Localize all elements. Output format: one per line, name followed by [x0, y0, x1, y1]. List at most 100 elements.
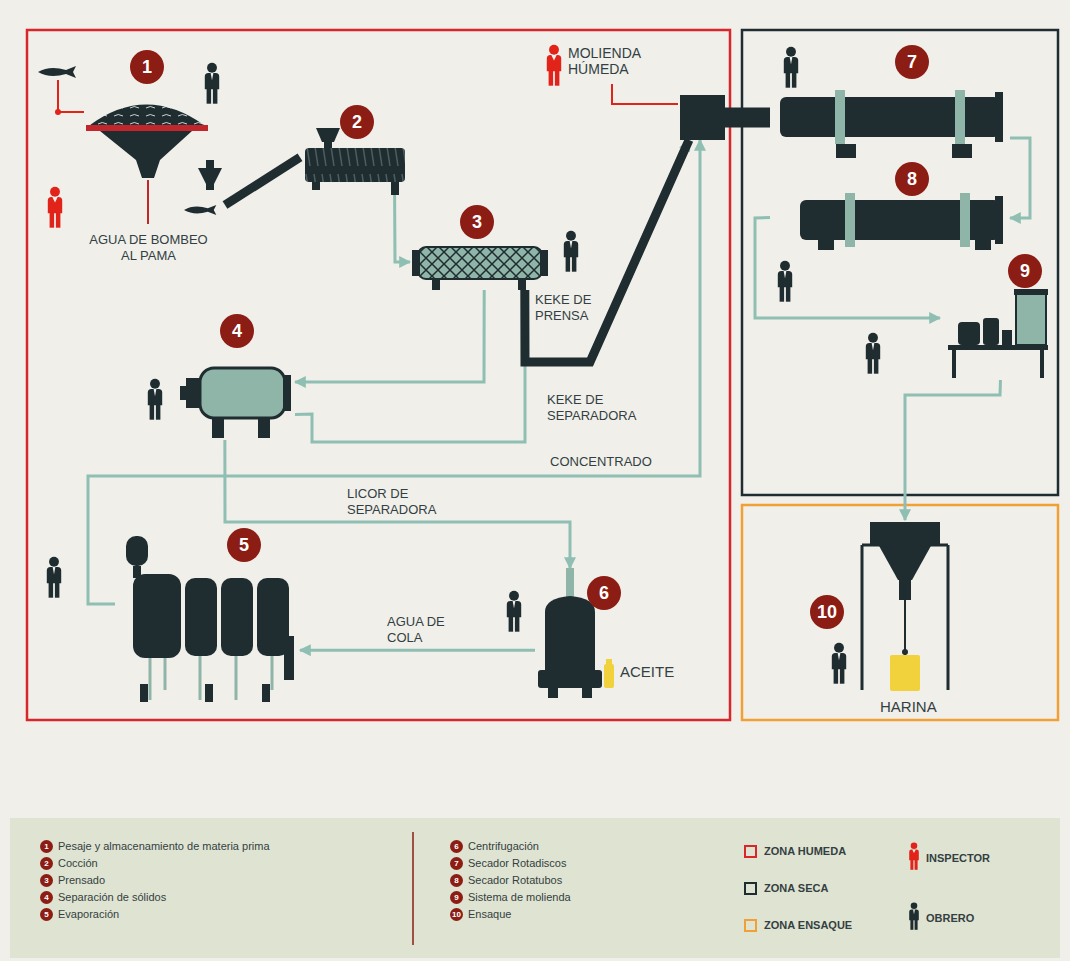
- raw-material-hopper-part: [38, 66, 76, 78]
- rotadisc-dryer-part: [955, 90, 965, 144]
- evaporator-part: [205, 684, 213, 702]
- evaporator-part: [185, 578, 217, 656]
- worker-icon-part: [832, 643, 846, 684]
- centrifuge-part: [606, 659, 612, 664]
- bagging-machine-part: [878, 544, 932, 580]
- separator-part: [258, 418, 270, 438]
- flow-line: [905, 380, 1000, 520]
- legend-panel-part: [745, 883, 756, 894]
- press-part: [518, 279, 526, 290]
- centrifuge-part: [604, 664, 614, 688]
- legend-text: Ensaque: [468, 908, 511, 921]
- evaporator-part: [262, 684, 270, 702]
- legend-text: INSPECTOR: [926, 852, 990, 865]
- separator: [180, 368, 291, 438]
- conveyor: [725, 108, 770, 128]
- legend-text: Secador Rotadiscos: [468, 857, 566, 870]
- outflow-label: AGUA DE BOMBEO AL PAMA: [86, 232, 211, 263]
- legend-panel-part: [10, 818, 1060, 958]
- callout-number: 1: [130, 50, 164, 84]
- legend-text: OBRERO: [926, 912, 974, 925]
- legend-panel-part: [909, 843, 919, 870]
- raw-material-hopper-part: [184, 205, 216, 215]
- separator-part: [200, 368, 285, 418]
- milling-system-part: [952, 350, 956, 378]
- cooker-part: [312, 182, 320, 190]
- rotatube-dryer: [800, 193, 1003, 250]
- legend-text: ZONA ENSAQUE: [764, 919, 852, 932]
- callout-number: 4: [220, 314, 254, 348]
- centrifuge-part: [582, 688, 592, 698]
- centrifuge-part: [566, 568, 574, 600]
- legend-text: Prensado: [58, 874, 105, 887]
- bagging-machine-part: [904, 600, 906, 655]
- callout-number: 3: [40, 874, 53, 887]
- flow-line: [395, 195, 410, 262]
- cooker-part: [316, 128, 340, 142]
- worker-icon-part: [564, 231, 578, 272]
- callout-number: 9: [450, 891, 463, 904]
- press-part: [412, 250, 420, 276]
- rotatube-dryer-part: [995, 196, 1003, 244]
- callout-number: 7: [895, 45, 929, 79]
- callout-number: 10: [450, 908, 463, 921]
- cooker-station: 2: [300, 105, 410, 195]
- press: [412, 247, 548, 290]
- separator-part: [180, 386, 186, 400]
- evaporator-part: [126, 536, 148, 566]
- mill-station: 9: [940, 254, 1052, 380]
- milling-system-part: [1040, 350, 1044, 378]
- worker-icon-part: [784, 47, 798, 88]
- raw-material-hopper-part: [55, 109, 61, 115]
- raw-material-hopper-part: [58, 80, 84, 112]
- separator-part: [283, 375, 291, 411]
- callout-number: 8: [450, 874, 463, 887]
- legend-panel-part: [745, 846, 756, 857]
- rotadisc-dryer-part: [780, 97, 1000, 137]
- node-text: HARINA: [880, 698, 937, 715]
- raw-material-hopper-part: [100, 131, 192, 178]
- bagging-machine-part: [862, 545, 948, 690]
- worker-icon-part: [205, 63, 219, 104]
- raw-material-hopper-part: [206, 184, 214, 190]
- flow-line: [295, 140, 689, 442]
- flow-label: KEKE DE SEPARADORA: [545, 392, 649, 423]
- flow-label: AGUA DE COLA: [385, 614, 459, 645]
- raw-material-hopper-part: [90, 105, 204, 126]
- legend-text: Centrifugación: [468, 840, 539, 853]
- milling-system-part: [958, 322, 980, 345]
- centrifuge-part: [545, 596, 595, 670]
- bagging-machine-part: [902, 649, 908, 655]
- node-text: ACEITE: [620, 663, 674, 680]
- legend-panel-part: [909, 903, 919, 930]
- raw-material-hopper-part: [147, 180, 149, 224]
- bagging-machine-part: [899, 580, 911, 600]
- rotatube-dryer-part: [818, 240, 834, 250]
- raw-material-hopper-part: [86, 125, 208, 131]
- evaporator-part: [133, 574, 181, 658]
- callout-number: 6: [587, 576, 621, 610]
- callout-number: 9: [1008, 254, 1042, 288]
- separator-part: [186, 378, 200, 408]
- evaporator-part: [221, 578, 253, 656]
- legend-text: Evaporación: [58, 908, 119, 921]
- centrifuge-part: [548, 688, 558, 698]
- flow-label: CONCENTRADO: [548, 454, 672, 470]
- centrifuge-part: [538, 670, 602, 688]
- worker-icon: [47, 47, 880, 684]
- press-part: [432, 279, 440, 290]
- legend-text: Pesaje y almacenamiento de materia prima: [58, 840, 270, 853]
- legend-text: Cocción: [58, 857, 98, 870]
- callout-number: 5: [227, 528, 261, 562]
- conveyor: [225, 157, 300, 205]
- press-part: [418, 247, 542, 279]
- bagging-machine-part: [890, 655, 920, 691]
- callout-number: 1: [40, 840, 53, 853]
- raw-material-hopper-part: [206, 160, 214, 168]
- rotadisc-dryer-part: [835, 90, 845, 144]
- legend-text: Secador Rotatubos: [468, 874, 562, 887]
- milling-system: [948, 289, 1048, 378]
- rotatube-dryer-part: [975, 240, 991, 250]
- milling-system-part: [1016, 294, 1046, 345]
